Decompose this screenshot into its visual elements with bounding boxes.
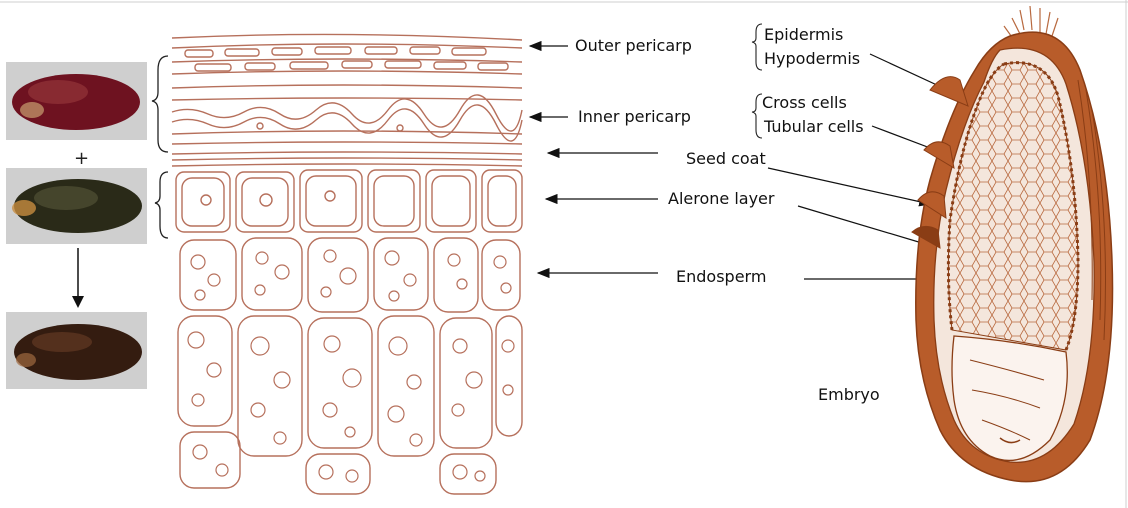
grain-section xyxy=(912,6,1113,482)
label-outer-pericarp: Outer pericarp xyxy=(575,37,692,55)
brace-cross-cells xyxy=(752,94,762,138)
brace-pericarp xyxy=(152,56,168,152)
label-tubular-cells: Tubular cells xyxy=(764,118,864,136)
tissue-section xyxy=(172,34,522,494)
label-inner-pericarp: Inner pericarp xyxy=(578,108,691,126)
label-hypodermis: Hypodermis xyxy=(764,50,860,68)
label-endosperm: Endosperm xyxy=(676,268,766,286)
label-embryo: Embryo xyxy=(818,386,880,404)
label-alerone-layer: Alerone layer xyxy=(668,190,774,208)
label-epidermis: Epidermis xyxy=(764,26,843,44)
label-cross-cells: Cross cells xyxy=(762,94,847,112)
label-arrows-left xyxy=(530,46,658,273)
brace-epidermis xyxy=(752,24,762,70)
label-seed-coat: Seed coat xyxy=(686,150,766,168)
down-arrow xyxy=(72,248,84,308)
brace-seed-coat xyxy=(155,172,168,238)
